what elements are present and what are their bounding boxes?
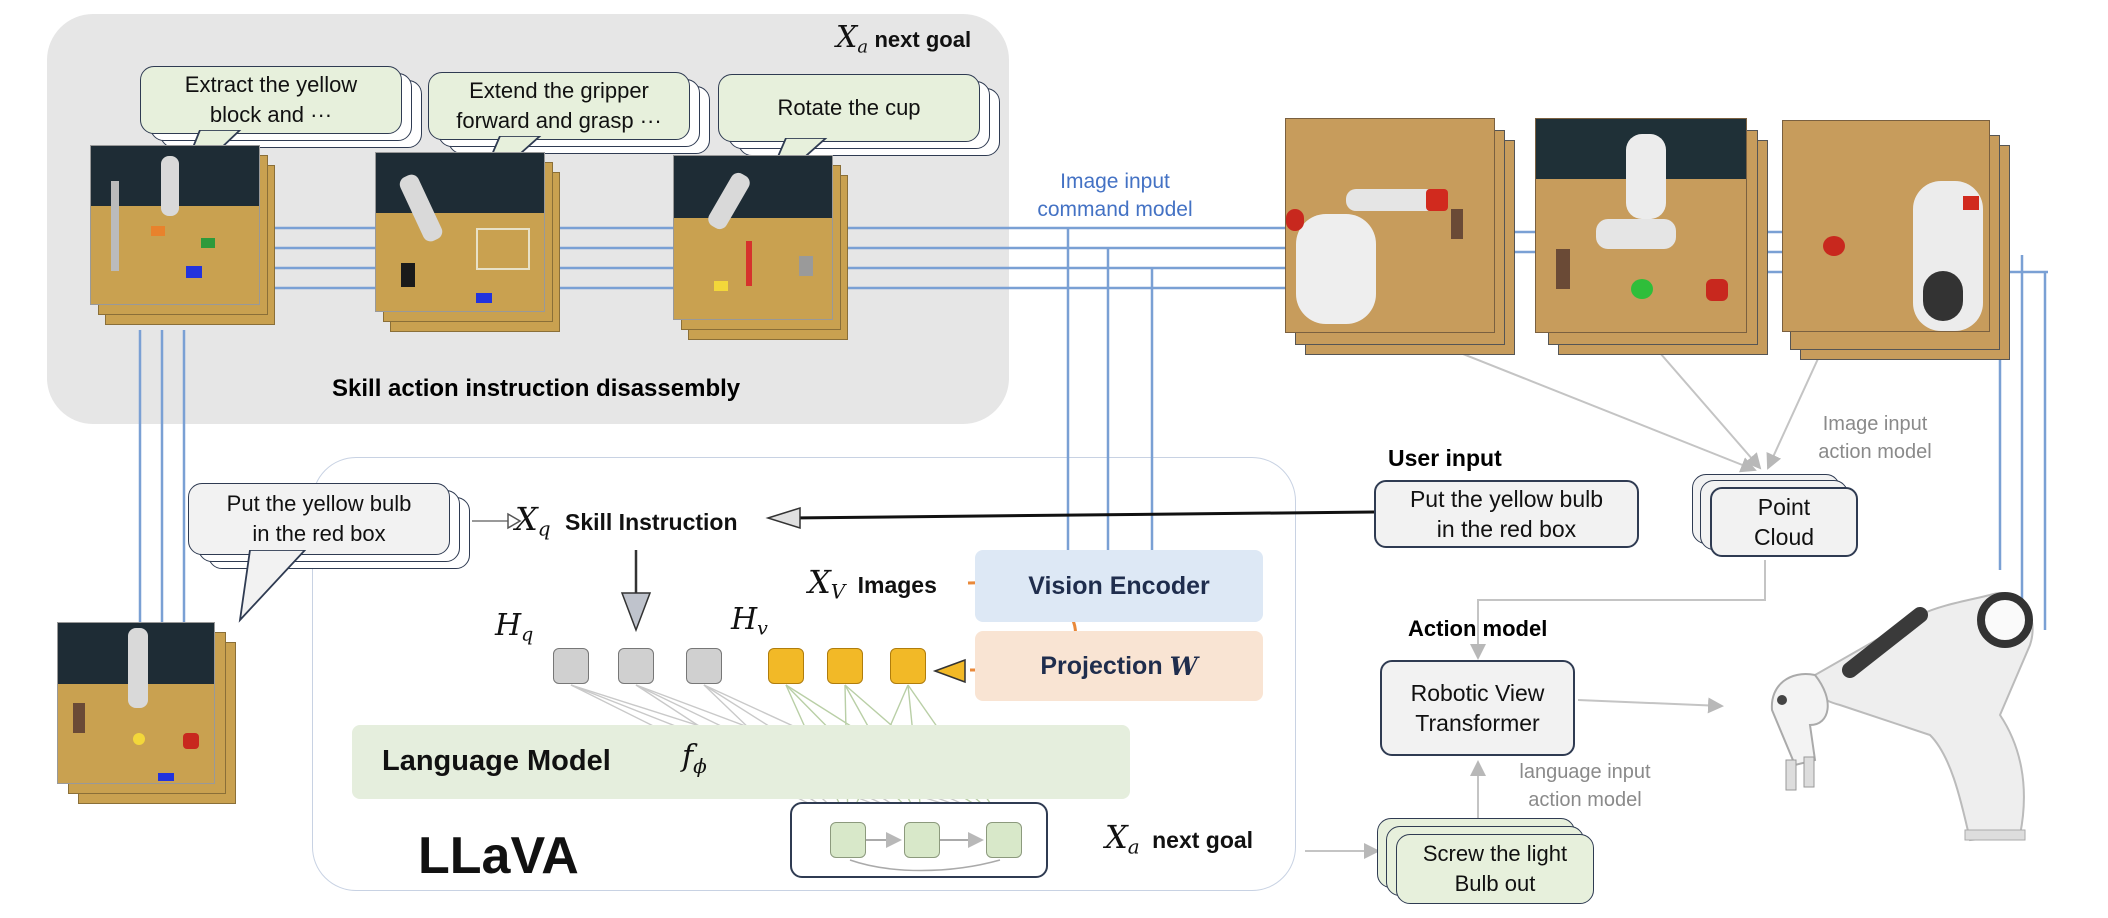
output-token (904, 822, 940, 858)
llava-title: LLaVA (418, 827, 579, 885)
llava-goal-label: Xa next goal (1105, 818, 1254, 859)
hv-label: Hv (731, 602, 768, 640)
projection-box: Projection W (975, 631, 1263, 701)
hq-label: Hq (495, 608, 534, 646)
language-token (686, 648, 722, 684)
user-input-label: User input (1388, 445, 1502, 471)
language-token (553, 648, 589, 684)
language-model-box: Language Model fϕ (352, 725, 1130, 799)
output-token (830, 822, 866, 858)
photo-scene-thumbnail (1285, 118, 1495, 333)
robot-arm-illustration (1770, 592, 2034, 842)
output-token (986, 822, 1022, 858)
skill-instruction-label: Xq Skill Instruction (515, 500, 738, 541)
top-goal-label: Xa next goal (836, 20, 972, 58)
simulation-scene-thumbnail (375, 152, 545, 312)
images-label: XV Images (808, 563, 937, 604)
f-phi-symbol: fϕ (682, 739, 707, 778)
instruction-bubble-tail (238, 550, 307, 623)
action-model-label: Action model (1408, 616, 1548, 641)
photo-scene-thumbnail (1535, 118, 1747, 333)
visual-token (827, 648, 863, 684)
simulation-scene-thumbnail (673, 155, 833, 320)
simulation-scene-thumbnail (57, 622, 215, 784)
skill-panel-caption: Skill action instruction disassembly (332, 375, 741, 402)
simulation-scene-thumbnail (90, 145, 260, 305)
vision-encoder-box: Vision Encoder (975, 550, 1263, 622)
visual-token (890, 648, 926, 684)
visual-token (768, 648, 804, 684)
bubble-rotate: Rotate the cup (718, 74, 980, 142)
photo-scene-thumbnail (1782, 120, 1990, 332)
output-token-links (849, 832, 1001, 872)
language-token (618, 648, 654, 684)
